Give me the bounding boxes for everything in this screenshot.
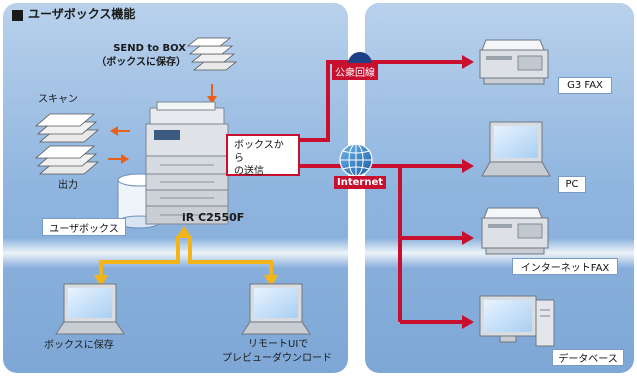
orange-arrow-right <box>121 154 129 164</box>
g3fax-label: G3 FAX <box>558 77 612 94</box>
title-square-icon <box>12 10 23 21</box>
copier-icon <box>145 101 229 225</box>
red-lines <box>300 60 463 324</box>
internet-globe-icon <box>339 143 373 177</box>
arrowhead-down-right <box>264 275 278 287</box>
send-from-box-box: ボックスから の送信 <box>226 134 300 177</box>
paper-stack-output-icon <box>34 145 100 175</box>
arrowhead-up <box>176 226 192 238</box>
remote-ui-label-line2: プレビューダウンロード <box>222 353 332 364</box>
laptop-left-icon <box>55 283 125 335</box>
internet-fax-label: インターネットFAX <box>512 258 618 275</box>
yellow-line-left <box>99 236 180 276</box>
scan-label: スキャン <box>38 94 78 105</box>
arrowhead-g3fax <box>462 55 474 69</box>
arrowhead-pc <box>462 159 474 173</box>
red-arrowheads <box>462 55 474 329</box>
database-server-icon <box>479 295 555 347</box>
orange-arrows <box>108 84 217 164</box>
orange-arrow-left <box>110 126 118 136</box>
arrowhead-down-left <box>94 275 108 287</box>
diagram-title: ユーザボックス機能 <box>28 7 136 21</box>
remote-ui-label-line1: リモートUIで <box>248 339 309 350</box>
send-to-box-label: SEND to BOX <box>113 43 186 54</box>
send-from-box-line1: ボックスから <box>234 140 284 164</box>
yellow-line-right <box>188 236 273 276</box>
user-box-label: ユーザボックス <box>42 218 126 236</box>
public-line-dome-icon <box>348 52 372 64</box>
pc-laptop-icon <box>481 121 551 177</box>
yellow-lines <box>99 236 273 276</box>
public-line-tag: 公衆回線 <box>332 63 378 80</box>
database-label: データベース <box>552 349 624 366</box>
yellow-arrowheads <box>94 226 278 287</box>
paper-stack-send-icon <box>186 37 238 71</box>
pc-save-label: ボックスに保存 <box>44 340 114 351</box>
device-label: iR C2550F <box>182 211 245 224</box>
internet-fax-machine-icon <box>481 207 549 255</box>
arrowhead-ifax <box>462 231 474 245</box>
laptop-right-icon <box>241 283 311 335</box>
send-to-box-sublabel: （ボックスに保存） <box>96 57 186 68</box>
g3fax-machine-icon <box>479 39 549 85</box>
send-from-box-line2: の送信 <box>234 166 264 177</box>
line-to-public <box>300 60 463 142</box>
pc-label: PC <box>558 176 586 193</box>
output-label: 出力 <box>58 180 78 191</box>
internet-tag: Internet <box>334 176 387 189</box>
arrowhead-db <box>462 315 474 329</box>
orange-arrow-down <box>207 96 217 104</box>
right-panel <box>365 3 634 373</box>
paper-stack-scan-icon <box>34 113 100 143</box>
